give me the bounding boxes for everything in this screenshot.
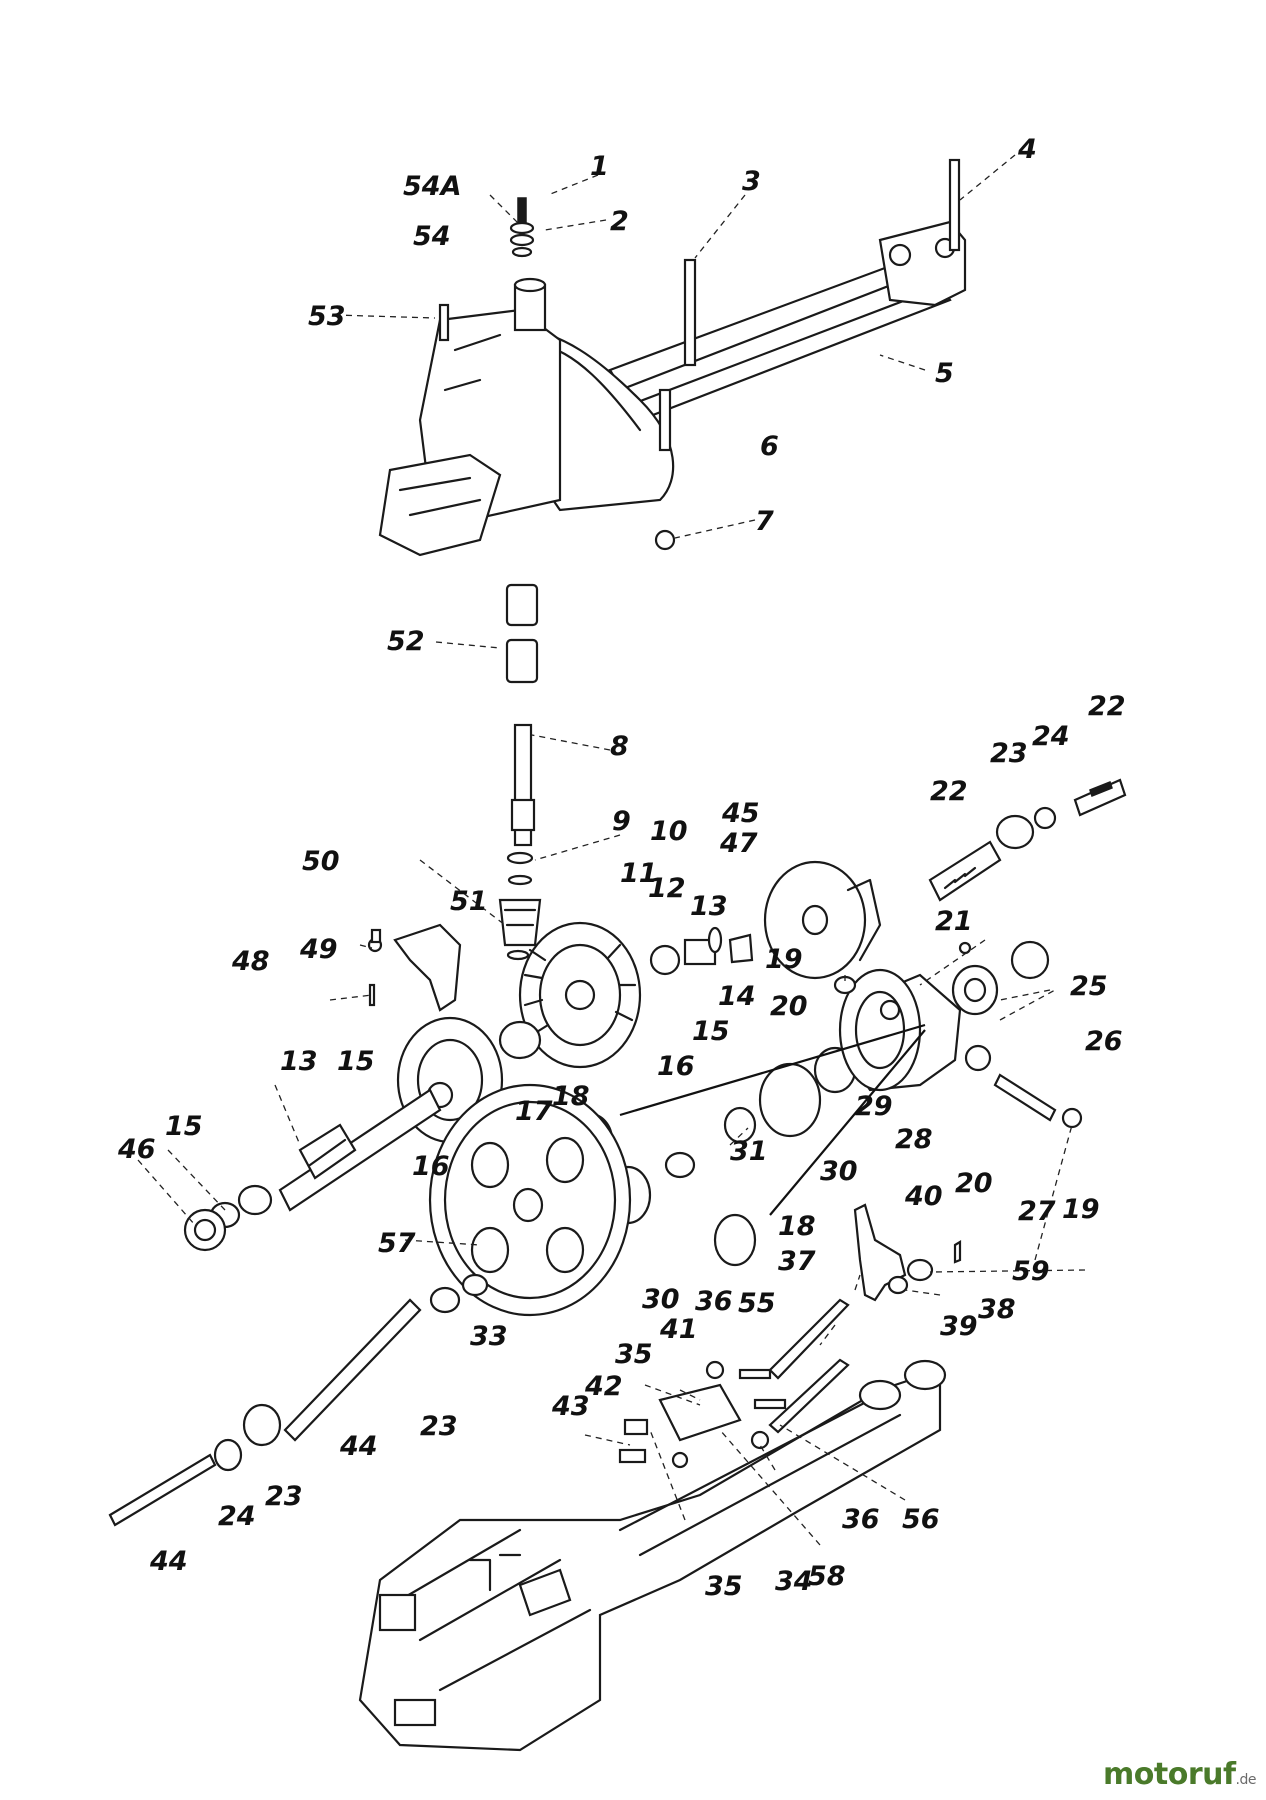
watermark: motoruf.de — [1103, 1757, 1256, 1792]
label-33: 33 — [470, 1321, 508, 1352]
transmission-case-lower — [358, 1359, 947, 1752]
leader-lines — [137, 154, 1086, 1546]
label-50: 50 — [302, 846, 340, 877]
upper-right-shaft — [928, 778, 1127, 902]
label-16b: 16 — [412, 1151, 450, 1182]
label-55: 55 — [738, 1288, 776, 1319]
label-2: 2 — [610, 206, 629, 237]
label-52: 52 — [387, 626, 425, 657]
axle-housing-upper — [378, 220, 967, 557]
label-59: 59 — [1012, 1256, 1050, 1287]
label-40: 40 — [904, 1181, 943, 1212]
label-25: 25 — [1070, 971, 1108, 1002]
label-44a: 44 — [339, 1431, 378, 1462]
label-37: 37 — [778, 1246, 816, 1277]
label-21: 21 — [935, 906, 973, 937]
label-19b: 19 — [1062, 1194, 1100, 1225]
label-43: 43 — [551, 1391, 590, 1422]
label-24a: 24 — [1032, 721, 1070, 752]
label-34: 34 — [775, 1566, 813, 1597]
label-35a: 35 — [615, 1339, 653, 1370]
label-44b: 44 — [149, 1546, 188, 1577]
label-15c: 15 — [165, 1111, 203, 1142]
label-15a: 15 — [692, 1016, 730, 1047]
label-28: 28 — [895, 1124, 933, 1155]
label-16a: 16 — [657, 1051, 695, 1082]
label-6: 6 — [760, 431, 779, 462]
label-18a: 18 — [552, 1081, 590, 1112]
bushings-and-shaft — [498, 583, 542, 961]
label-41: 41 — [659, 1314, 698, 1345]
label-48: 48 — [231, 946, 270, 977]
label-15b: 15 — [337, 1046, 375, 1077]
disc-part — [728, 860, 882, 980]
label-36a: 36 — [695, 1286, 733, 1317]
label-9: 9 — [612, 806, 631, 837]
label-49: 49 — [299, 934, 338, 965]
label-23a: 23 — [990, 738, 1028, 769]
label-14: 14 — [718, 981, 756, 1012]
label-47: 47 — [719, 828, 758, 859]
label-30a: 30 — [820, 1156, 858, 1187]
lower-axle — [108, 1298, 422, 1527]
label-56: 56 — [902, 1504, 940, 1535]
label-13a: 13 — [690, 891, 728, 922]
label-27: 27 — [1018, 1196, 1056, 1227]
label-53: 53 — [308, 301, 346, 332]
label-5: 5 — [935, 358, 954, 389]
label-23c: 23 — [420, 1411, 458, 1442]
label-24b: 24 — [218, 1501, 256, 1532]
label-26: 26 — [1085, 1026, 1123, 1057]
watermark-brand: motoruf — [1103, 1757, 1236, 1792]
label-45: 45 — [721, 798, 760, 829]
label-3: 3 — [742, 166, 761, 197]
bolts-top — [438, 158, 961, 551]
label-17: 17 — [515, 1096, 553, 1127]
label-1: 1 — [590, 151, 609, 182]
label-30b: 30 — [642, 1284, 680, 1315]
label-12: 12 — [648, 873, 686, 904]
label-51: 51 — [450, 886, 488, 917]
bevel-gear-top — [498, 921, 723, 1069]
label-23b: 23 — [265, 1481, 303, 1512]
label-42: 42 — [584, 1371, 623, 1402]
label-57: 57 — [378, 1228, 416, 1259]
label-29: 29 — [855, 1091, 893, 1122]
label-20a: 20 — [770, 991, 808, 1022]
label-31: 31 — [730, 1136, 768, 1167]
label-10: 10 — [650, 816, 688, 847]
label-8: 8 — [610, 731, 629, 762]
label-20b: 20 — [955, 1168, 993, 1199]
shift-lever — [618, 1203, 962, 1469]
label-58: 58 — [808, 1561, 846, 1592]
label-38: 38 — [978, 1294, 1016, 1325]
label-35b: 35 — [705, 1571, 743, 1602]
label-18b: 18 — [778, 1211, 816, 1242]
label-11: 11 — [620, 858, 658, 889]
label-13b: 13 — [280, 1046, 318, 1077]
label-54: 54 — [413, 221, 451, 252]
label-7: 7 — [755, 506, 774, 537]
label-39: 39 — [940, 1311, 978, 1342]
watermark-tld: .de — [1235, 1772, 1257, 1788]
label-36b: 36 — [842, 1504, 880, 1535]
part-number-labels: 1 2 3 4 5 6 7 8 9 10 11 12 13 13 14 15 1… — [117, 134, 1126, 1602]
large-spur-gear — [428, 1083, 632, 1317]
label-46: 46 — [117, 1134, 156, 1165]
label-19a: 19 — [765, 944, 803, 975]
label-4: 4 — [1017, 134, 1037, 165]
shift-fork — [367, 923, 462, 1012]
label-22b: 22 — [1088, 691, 1126, 722]
label-22a: 22 — [930, 776, 968, 807]
label-54A: 54A — [403, 171, 461, 202]
